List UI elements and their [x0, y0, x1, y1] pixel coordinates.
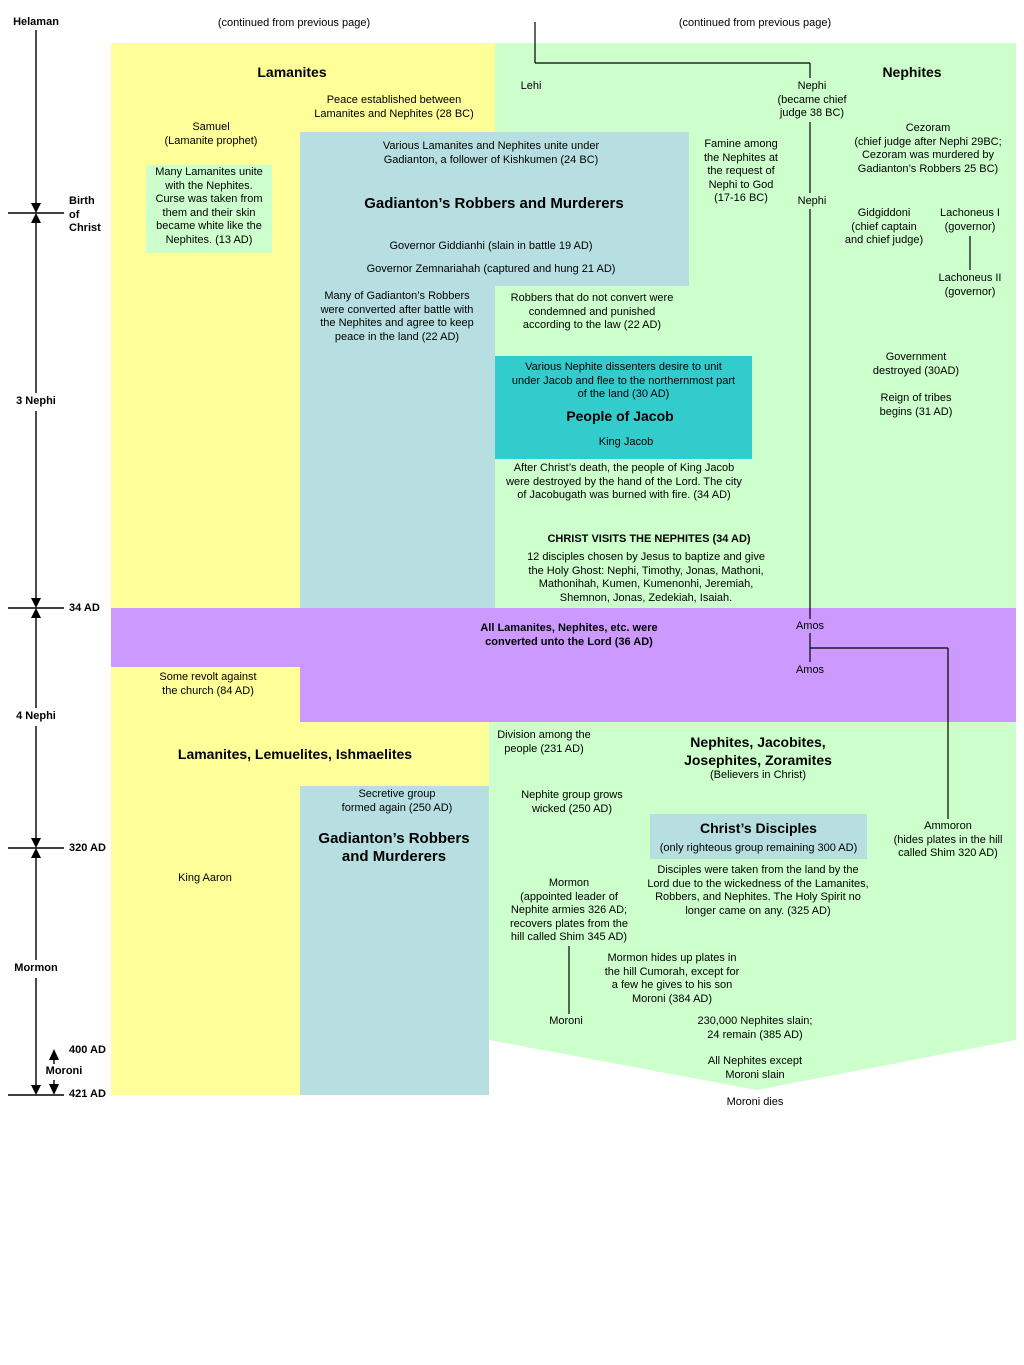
division-note: Division among the people (231 AD) — [497, 729, 591, 755]
label-34-ad: 34 AD — [69, 602, 100, 614]
cezoram-note: Cezoram (chief judge after Nephi 29BC; C… — [854, 122, 1002, 175]
converted-lamanites-box — [146, 165, 272, 253]
lamanites-title: Lamanites — [257, 64, 327, 80]
jacob-destroyed-note: After Christ’s death, the people of King… — [506, 462, 742, 501]
peace-note: Peace established between Lamanites and … — [314, 94, 474, 120]
label-moroni-period: Moroni — [45, 1065, 83, 1077]
label-birth-of-christ: Birth of Christ — [69, 195, 101, 234]
continued-right: (continued from previous page) — [678, 17, 832, 29]
united-region — [111, 608, 1016, 722]
all-converted-note: All Lamanites, Nephites, etc. were conve… — [480, 622, 658, 648]
famine-note: Famine among the Nephites at the request… — [704, 138, 778, 204]
label-helaman: Helaman — [13, 16, 59, 28]
robbers-title: Gadianton’s Robbers and Murderers — [364, 195, 624, 212]
nephite-region-bottom — [489, 722, 1016, 1090]
christs-disciples-title: Christ’s Disciples — [700, 820, 817, 836]
nephi-name: Nephi — [797, 195, 827, 207]
continued-left: (continued from previous page) — [217, 17, 371, 29]
lineage-lines — [534, 22, 971, 1014]
label-421-ad: 421 AD — [69, 1088, 106, 1100]
timeline-axis — [8, 30, 64, 1096]
gidgiddoni-note: Gidgiddoni (chief captain and chief judg… — [844, 207, 924, 246]
christs-disciples-sub: (only righteous group remaining 300 AD) — [659, 842, 858, 854]
all-nephites-slain-note: All Nephites except Moroni slain — [707, 1055, 803, 1081]
robbers-converted-note: Many of Gadianton’s Robbers were convert… — [320, 290, 474, 343]
secretive-group-note: Secretive group formed again (250 AD) — [341, 788, 453, 814]
king-aaron-note: King Aaron — [178, 872, 232, 884]
lachoneus-2-note: Lachoneus II (governor) — [938, 272, 1002, 298]
robbers-title-later: Gadianton’s Robbers and Murderers — [318, 830, 470, 865]
twelve-disciples-note: 12 disciples chosen by Jesus to baptize … — [527, 551, 765, 604]
zemnariahah-note: Governor Zemnariahah (captured and hung … — [366, 263, 616, 275]
mormon-note: Mormon (appointed leader of Nephite armi… — [510, 877, 628, 943]
plates-hidden-note: Mormon hides up plates in the hill Cumor… — [604, 952, 740, 1005]
label-400-ad: 400 AD — [69, 1044, 106, 1056]
jacob-region — [495, 356, 752, 459]
label-4-nephi: 4 Nephi — [16, 710, 56, 722]
moroni-name: Moroni — [549, 1015, 583, 1027]
giddianhi-note: Governor Giddianhi (slain in battle 19 A… — [389, 240, 593, 252]
robbers-region-top — [300, 132, 689, 286]
christ-visits-title: CHRIST VISITS THE NEPHITES (34 AD) — [547, 533, 751, 545]
label-mormon: Mormon — [14, 962, 58, 974]
king-jacob-note: King Jacob — [598, 436, 654, 448]
amos-1-name: Amos — [795, 620, 825, 632]
jacob-dissenters-note: Various Nephite dissenters desire to uni… — [511, 361, 736, 400]
people-of-jacob-title: People of Jacob — [566, 408, 674, 424]
label-3-nephi: 3 Nephi — [16, 395, 56, 407]
believers-note: (Believers in Christ) — [710, 769, 806, 781]
revolt-note: Some revolt against the church (84 AD) — [159, 671, 257, 697]
nephi-chief-judge: Nephi (became chief judge 38 BC) — [777, 80, 847, 119]
christs-disciples-box — [650, 814, 867, 859]
robbers-punished-note: Robbers that do not convert were condemn… — [510, 292, 674, 331]
converted-lamanites-note: Many Lamanites unite with the Nephites. … — [155, 166, 263, 246]
label-320-ad: 320 AD — [69, 842, 106, 854]
lehi-name: Lehi — [520, 80, 542, 92]
nephites-slain-note: 230,000 Nephites slain; 24 remain (385 A… — [697, 1015, 813, 1041]
samuel-note: Samuel (Lamanite prophet) — [164, 121, 258, 147]
robbers-region-converted — [300, 286, 495, 608]
moroni-dies-note: Moroni dies — [726, 1096, 784, 1108]
wicked-group-note: Nephite group grows wicked (250 AD) — [521, 789, 623, 815]
nephites-title: Nephites — [882, 64, 942, 80]
robbers-region-bottom — [300, 786, 489, 1095]
ammoron-note: Ammoron (hides plates in the hill called… — [893, 820, 1003, 859]
lamanites-lemuelites-title: Lamanites, Lemuelites, Ishmaelites — [177, 746, 413, 762]
nephites-jacobites-title: Nephites, Jacobites, Josephites, Zoramit… — [684, 734, 832, 768]
robbers-origin-note: Various Lamanites and Nephites unite und… — [382, 140, 600, 166]
government-destroyed-note: Government destroyed (30AD) — [872, 351, 960, 377]
amos-2-name: Amos — [795, 664, 825, 676]
lachoneus-1-note: Lachoneus I (governor) — [940, 207, 1000, 233]
disciples-taken-note: Disciples were taken from the land by th… — [647, 864, 869, 917]
reign-of-tribes-note: Reign of tribes begins (31 AD) — [879, 392, 953, 418]
